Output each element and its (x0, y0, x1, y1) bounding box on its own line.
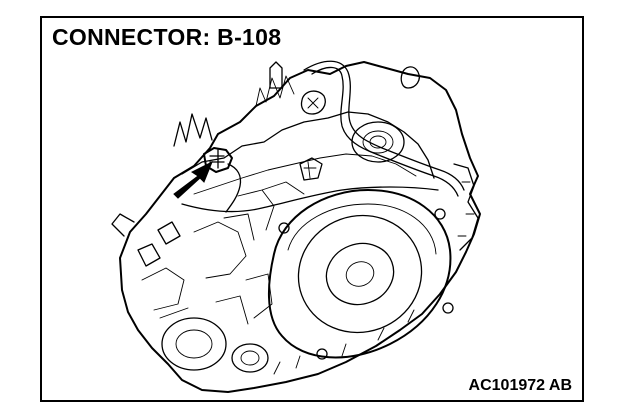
right-flange (453, 163, 479, 251)
transmission-housing-outline (119, 61, 481, 393)
torque-converter-hub (325, 242, 395, 306)
differential-cover-inner (175, 329, 213, 359)
axle-seal-inner (240, 350, 260, 366)
right-flange-bolts (457, 181, 475, 237)
figure-code: AC101972 AB (468, 377, 572, 394)
connector-harness (225, 163, 242, 213)
axle-seal (231, 343, 269, 373)
top-right-boss (351, 121, 405, 163)
upper-casting-ribs (255, 75, 295, 107)
bell-housing-outline (268, 189, 452, 359)
valve-body-ridge (193, 153, 417, 195)
middle-connector-detail (303, 161, 317, 179)
middle-connector (299, 157, 323, 181)
connector-pointer-arrow (173, 160, 213, 199)
left-casting-ribs (137, 221, 181, 267)
connector-title: CONNECTOR: B-108 (52, 24, 282, 50)
housing-seam (181, 186, 439, 213)
bolt-boss-1 (278, 222, 290, 234)
bolt-boss-3 (442, 302, 454, 314)
upper-stud (269, 61, 283, 89)
lower-edge-ribs (273, 309, 415, 375)
top-sensor (300, 90, 326, 115)
figure-frame: CONNECTOR: B-108 AC101972 AB (40, 16, 584, 402)
middle-webs (215, 181, 305, 325)
torque-converter-center (345, 261, 375, 287)
bell-housing-rim (287, 203, 437, 255)
bolt-boss-4 (316, 348, 328, 360)
top-right-cap (400, 66, 420, 89)
bolt-boss-2 (434, 208, 446, 220)
cooler-pipe-inner (311, 66, 459, 197)
top-right-boss-inner (362, 130, 394, 154)
top-sensor-stem (307, 97, 319, 109)
cooler-pipe-outer (303, 60, 465, 191)
differential-cover (161, 317, 227, 371)
torque-converter-face (297, 214, 423, 334)
top-right-boss-ring (369, 135, 387, 149)
transmission-drawing (111, 60, 481, 393)
left-casting-detail (141, 221, 247, 319)
left-mount-bracket (111, 213, 135, 237)
upper-casting-spikes (173, 113, 213, 147)
